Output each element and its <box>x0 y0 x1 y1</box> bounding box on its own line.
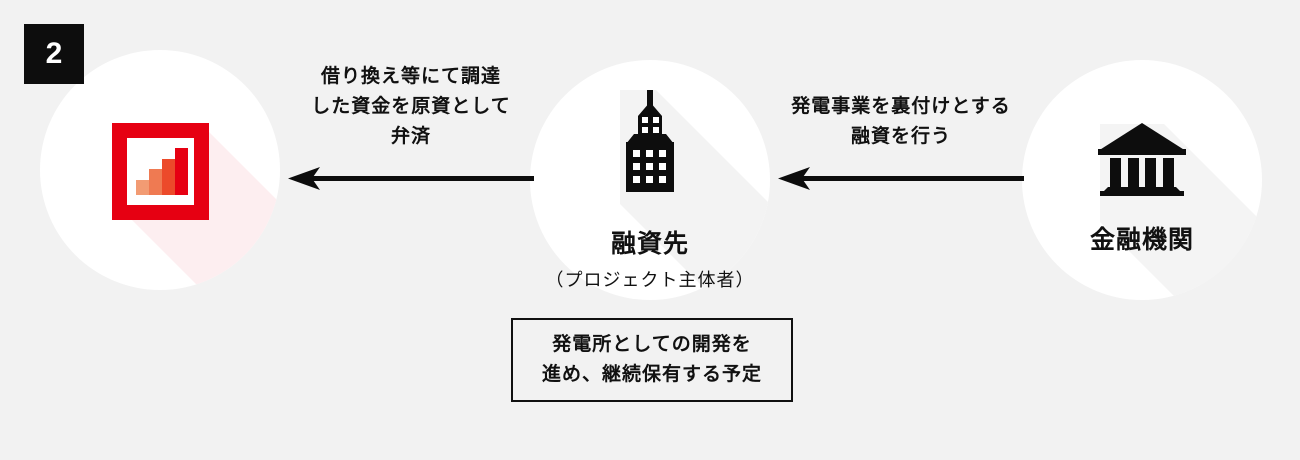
step-number-badge: 2 <box>24 24 84 84</box>
note-box-line-2: 進め、継続保有する予定 <box>541 364 762 385</box>
arrow-caption-left: 借り換え等にて調達 した資金を原資として 弁済 <box>275 62 547 152</box>
node-label-lender: 金融機関 <box>1089 226 1194 254</box>
node-circle-borrower <box>530 60 770 300</box>
caption-left-line-3: 弁済 <box>390 126 431 147</box>
bank-institution-icon <box>1098 123 1186 196</box>
caption-right-line-1: 発電事業を裏付けとする <box>791 96 1011 117</box>
caption-left-line-2: した資金を原資として <box>311 96 511 117</box>
node-refinance <box>40 50 280 290</box>
node-sublabel-borrower: （プロジェクト主体者） <box>545 270 755 290</box>
office-building-icon <box>626 90 674 192</box>
arrow-borrower-to-refinance <box>288 167 534 191</box>
node-label-borrower: 融資先 <box>610 230 689 258</box>
node-borrower: 融資先 （プロジェクト主体者） <box>530 60 770 300</box>
note-box-line-1: 発電所としての開発を <box>552 334 752 355</box>
arrow-caption-right: 発電事業を裏付けとする 融資を行う <box>765 92 1037 152</box>
node-icon-wrap-borrower <box>530 84 770 204</box>
node-lender: 金融機関 <box>1022 60 1262 300</box>
arrow-left-icon <box>778 167 1024 190</box>
node-icon-wrap-lender <box>1022 104 1262 214</box>
arrow-left-icon <box>288 167 534 190</box>
caption-right-line-2: 融資を行う <box>850 126 951 147</box>
node-circle-refinance <box>40 50 280 290</box>
node-circle-lender <box>1022 60 1262 300</box>
caption-left-line-1: 借り換え等にて調達 <box>320 66 501 87</box>
node-icon-wrap-refinance <box>40 116 280 226</box>
note-box: 発電所としての開発を 進め、継続保有する予定 <box>511 318 793 402</box>
bar-chart-growth-icon <box>111 122 209 220</box>
arrow-lender-to-borrower <box>778 167 1024 191</box>
